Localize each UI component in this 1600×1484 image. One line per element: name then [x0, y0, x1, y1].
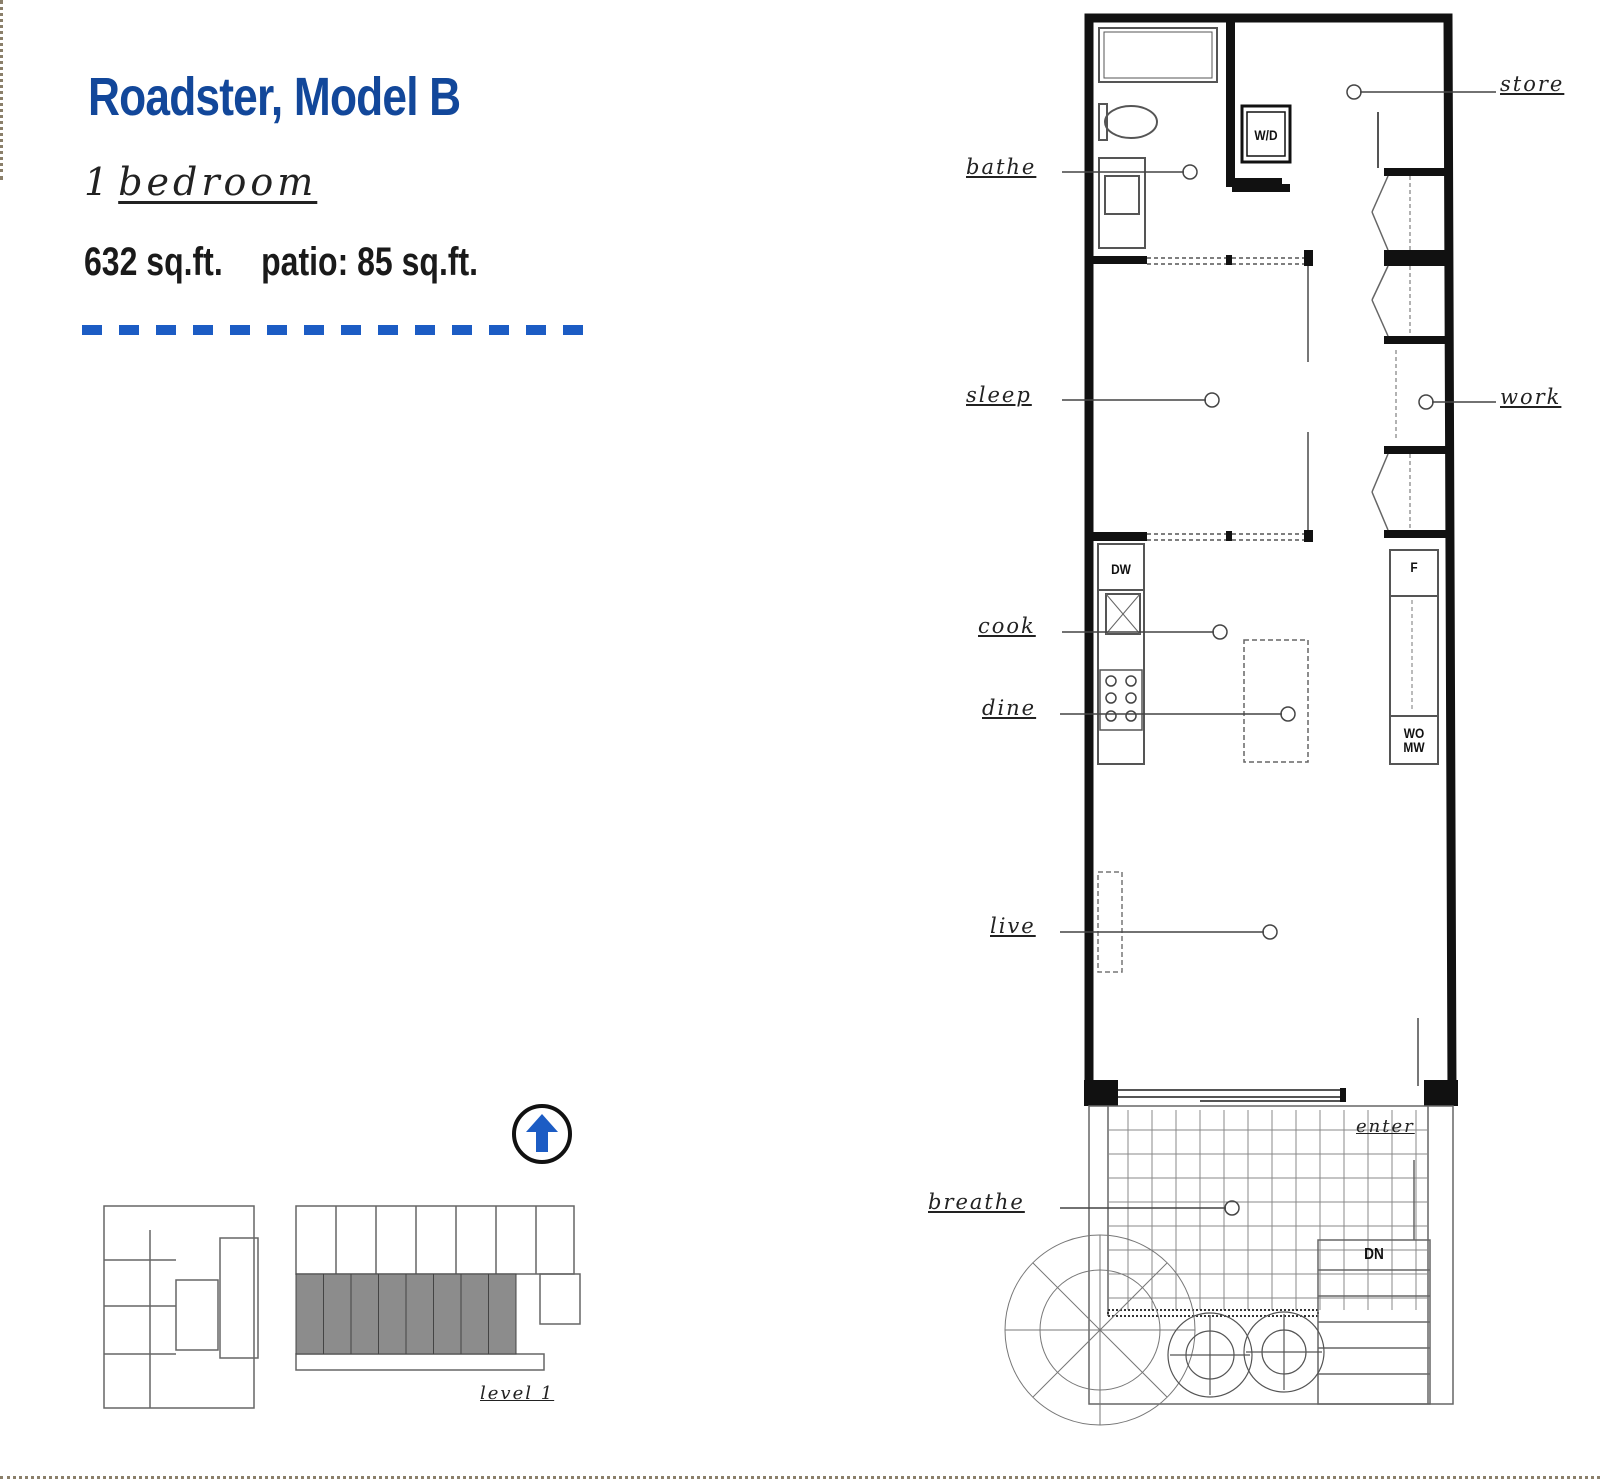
key-plan-unit: [433, 1273, 462, 1355]
appliance-washer-dryer: W/D: [1254, 127, 1278, 143]
front-glazing: [1118, 1089, 1345, 1102]
bottom-border: [0, 1476, 1600, 1479]
key-plan-unit: [405, 1273, 434, 1355]
divider-dash: [452, 325, 472, 335]
key-plan-unit: [323, 1273, 352, 1355]
divider-dash: [415, 325, 435, 335]
patio-steps: [1317, 1160, 1431, 1405]
kitchen-island: [1243, 639, 1309, 763]
key-plan-unit: [295, 1273, 324, 1355]
room-label-sleep: sleep: [966, 383, 1032, 407]
bedroom-word: bedroom: [118, 160, 318, 204]
tree-small-2: [1243, 1311, 1325, 1393]
model-title: Roadster, Model B: [88, 67, 461, 127]
bathroom-fixtures: [1098, 27, 1218, 249]
key-plan-unit: [350, 1273, 379, 1355]
fridge-oven-column: [1389, 549, 1439, 765]
room-label-live: live: [990, 914, 1036, 938]
divider-dash: [489, 325, 509, 335]
tree-large: [1004, 1234, 1196, 1426]
room-leaders: [1060, 84, 1496, 1216]
appliance-wall-oven-line1: WO: [1403, 725, 1425, 741]
patio-tiles: [1108, 1110, 1428, 1310]
divider-dash: [119, 325, 139, 335]
column-left: [1084, 1080, 1118, 1106]
interior-area: 632 sq.ft.: [84, 240, 223, 284]
appliance-wall-oven-line2: MW: [1403, 739, 1425, 755]
appliance-dishwasher: DW: [1111, 561, 1131, 577]
key-plan-unit: [378, 1273, 407, 1355]
kitchen-sink: [1105, 593, 1141, 635]
room-label-cook: cook: [978, 614, 1036, 638]
divider-dash: [193, 325, 213, 335]
patio-area: patio: 85 sq.ft.: [261, 240, 479, 284]
laundry-closet: [1226, 18, 1290, 192]
room-label-work: work: [1500, 385, 1562, 409]
kitchen-counter: [1097, 543, 1145, 765]
divider-dash: [378, 325, 398, 335]
north-arrow-icon: [512, 1104, 572, 1164]
area-summary: 632 sq.ft. patio: 85 sq.ft.: [84, 240, 516, 285]
key-plan-unit: [488, 1273, 517, 1355]
divider-dash: [82, 325, 102, 335]
living-furniture: [1097, 871, 1123, 973]
level-label: level 1: [480, 1383, 555, 1404]
divider-dash: [267, 325, 287, 335]
divider-dash: [304, 325, 324, 335]
divider-dash: [341, 325, 361, 335]
exterior-walls: [1084, 13, 1457, 1095]
toilet: [1104, 105, 1158, 139]
room-label-dine: dine: [982, 696, 1037, 720]
dishwasher: [1097, 543, 1145, 591]
right-closets: [1384, 168, 1448, 538]
room-label-store: store: [1500, 72, 1565, 96]
appliance-fridge: F: [1410, 559, 1418, 575]
key-plan-highlight-units: [295, 1273, 517, 1355]
room-label-enter: enter: [1356, 1116, 1415, 1137]
room-label-breathe: breathe: [928, 1190, 1025, 1214]
bedroom-number: 1: [84, 160, 109, 204]
patio-direction-label: DN: [1364, 1246, 1384, 1263]
washer-dryer-box: [1240, 104, 1292, 164]
vanity: [1098, 157, 1146, 249]
divider-dash: [156, 325, 176, 335]
left-border: [0, 0, 3, 180]
tree-small-1: [1167, 1312, 1253, 1398]
divider-dash: [230, 325, 250, 335]
cooktop: [1099, 669, 1143, 731]
sink: [1104, 175, 1140, 215]
patio: [1088, 1105, 1454, 1405]
key-plan-unit: [460, 1273, 489, 1355]
room-label-bathe: bathe: [966, 155, 1037, 179]
appliance-wall-oven: WO MW: [1395, 726, 1432, 754]
divider-dash: [526, 325, 546, 335]
divider-dash: [563, 325, 583, 335]
bathtub: [1098, 27, 1218, 83]
column-right: [1424, 1080, 1458, 1106]
dashed-divider: [82, 325, 612, 335]
